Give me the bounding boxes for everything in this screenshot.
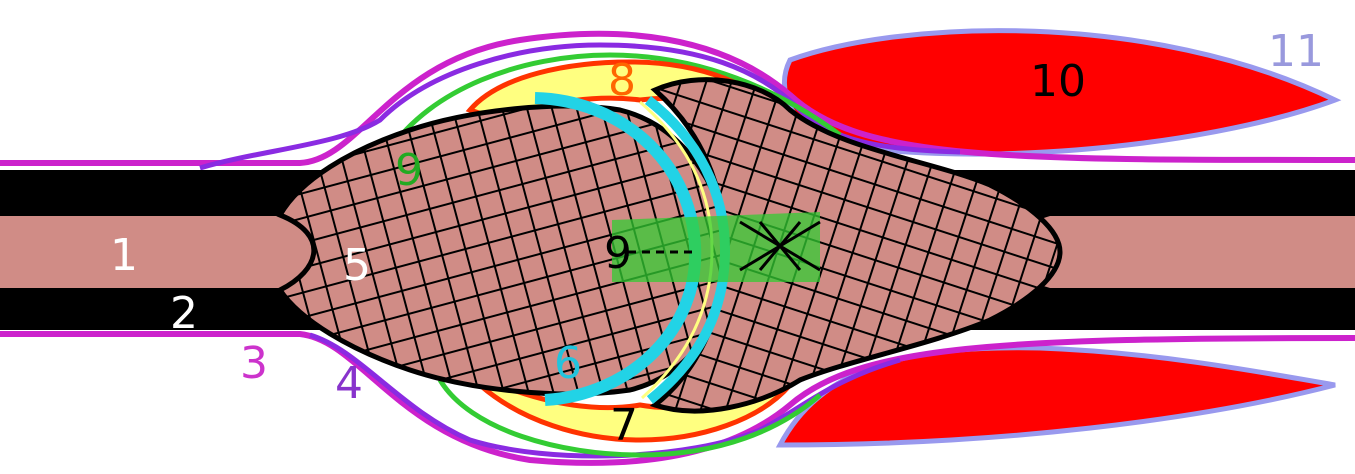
label-8: 8 (608, 55, 636, 106)
central-ligament (612, 212, 820, 282)
label-9-upper: 9 (395, 145, 423, 196)
label-6: 6 (554, 338, 582, 389)
label-2: 2 (170, 288, 198, 339)
label-10: 10 (1030, 56, 1086, 107)
label-11: 11 (1268, 26, 1324, 77)
label-5: 5 (343, 240, 371, 291)
label-3: 3 (240, 338, 268, 389)
marrow-left (0, 216, 325, 288)
label-9-center: 9 (604, 228, 632, 279)
muscle-lower (780, 348, 1335, 445)
label-4: 4 (335, 358, 363, 409)
label-1: 1 (110, 230, 138, 281)
label-7: 7 (610, 400, 638, 451)
